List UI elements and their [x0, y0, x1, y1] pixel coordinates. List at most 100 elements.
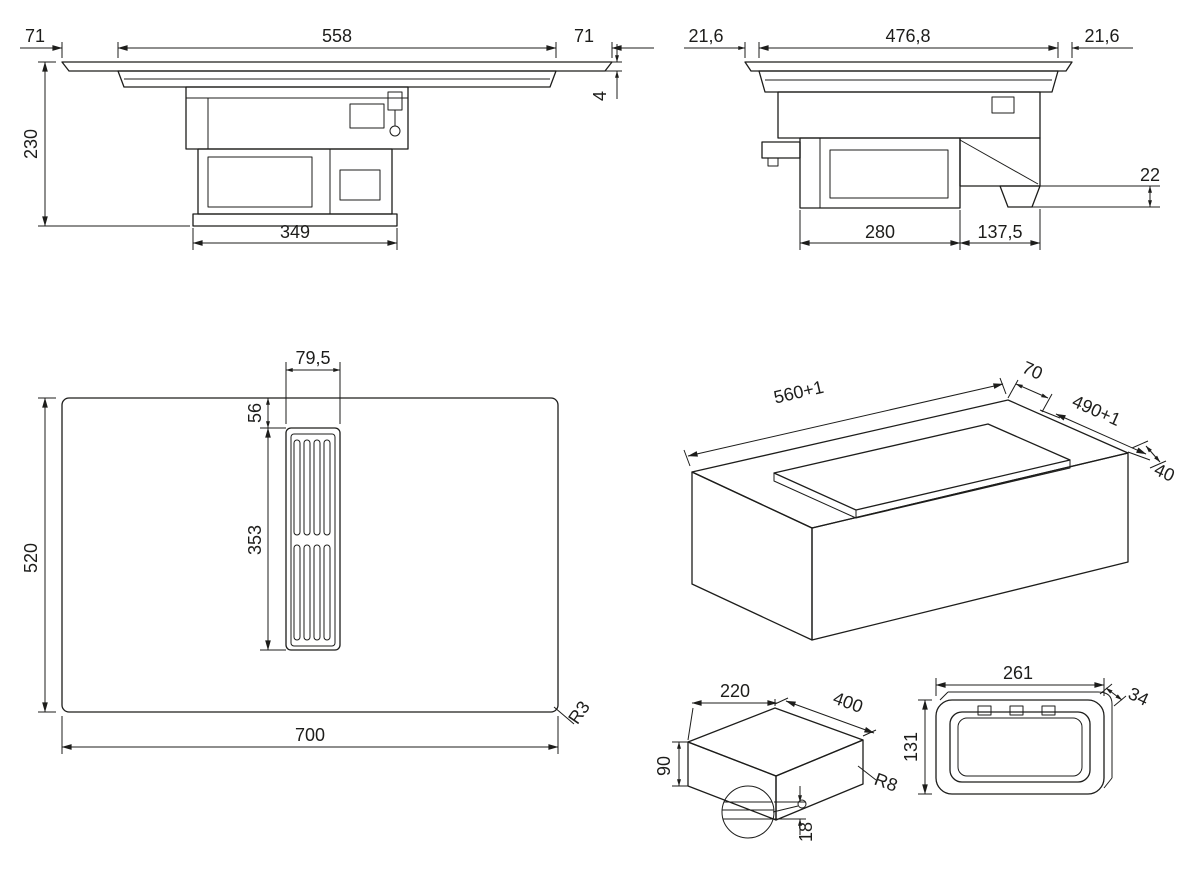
cutout-hole	[773, 423, 1071, 511]
side-dim-lip-height: 22	[1140, 165, 1160, 185]
grille-slot	[303, 544, 311, 641]
plenum-side	[777, 91, 1041, 139]
detail-circle	[721, 785, 775, 839]
extension-line	[1007, 379, 1019, 399]
drain-nozzle	[767, 157, 779, 167]
plan-dim-hob-depth: 520	[21, 543, 41, 573]
front-dim-body-width: 558	[322, 26, 352, 46]
cutout-hole-depth	[773, 460, 1071, 519]
duct-radius-callout: R8	[857, 765, 900, 796]
cutout-front-clearance-dimension: 40	[1131, 440, 1178, 486]
glass-top-profile	[61, 61, 613, 72]
extraction-grille	[285, 427, 341, 651]
duct-height-dimension: 90	[654, 741, 688, 787]
front-dim-total-height: 230	[21, 129, 41, 159]
extension-line	[774, 697, 789, 705]
front-elevation-view: 71 558 71 4 230 349	[20, 26, 654, 250]
cutout-depth-dimension: 490+1	[1039, 391, 1151, 461]
side-elevation-view: 21,6 476,8 21,6 22 280 137,5	[684, 26, 1160, 250]
extension-line	[1149, 460, 1167, 469]
flange-back-edges	[939, 691, 1113, 789]
extractor-plenum	[185, 86, 409, 150]
cutout-width-dimension: 560+1	[683, 377, 1007, 467]
dimension-line	[1145, 445, 1161, 463]
flange-dim-width: 261	[1003, 663, 1033, 683]
flange-dim-height: 131	[901, 732, 921, 762]
grille-slots-top	[293, 439, 331, 536]
grille-slot	[293, 439, 301, 536]
flange-view: 261 34 131	[901, 663, 1152, 795]
side-bottom-dimensions: 280 137,5	[799, 209, 1041, 250]
duct-top-face	[687, 707, 864, 777]
cutout-isometric-view: 560+1 70 490+1 40	[683, 357, 1178, 641]
flange-clip	[1009, 705, 1024, 716]
plan-corner-radius-callout: R3	[553, 697, 594, 728]
front-height-dimension: 230	[21, 61, 190, 227]
under-tray-side	[758, 70, 1059, 93]
front-dim-overhang-left: 71	[25, 26, 45, 46]
extension-line	[1127, 451, 1151, 461]
plan-dim-grille-length: 353	[245, 525, 265, 555]
detail-box	[339, 169, 381, 201]
motor-housing	[197, 148, 393, 215]
duct-width-dimension: 220	[687, 681, 778, 741]
flange-inner	[949, 711, 1091, 783]
duct-length-dimension: 400	[774, 688, 877, 737]
side-lip-dimension: 22	[1032, 165, 1160, 208]
grille-slot	[293, 544, 301, 641]
detail-line	[959, 139, 1039, 185]
grille-slot	[323, 544, 331, 641]
grille-inner-frame	[290, 433, 336, 647]
cutout-dim-width: 560+1	[772, 377, 826, 408]
flange-outer	[935, 699, 1105, 795]
plan-grille-width-dimension: 79,5	[285, 348, 341, 424]
plan-depth-dimension: 520	[21, 397, 56, 713]
front-dim-overhang-right: 71	[574, 26, 594, 46]
plan-dim-grille-top-offset: 56	[245, 403, 265, 423]
grille-slot	[303, 439, 311, 536]
side-dim-motor-box-depth: 280	[865, 222, 895, 242]
duct-front-left-face	[687, 741, 777, 821]
side-dim-rear-section-depth: 137,5	[977, 222, 1022, 242]
cutout-rear-clearance-dimension: 70	[1007, 357, 1053, 413]
extension-line	[1131, 440, 1149, 449]
front-dim-duct-box-width: 349	[280, 222, 310, 242]
dimension-line	[1015, 383, 1049, 399]
grille-slots-bottom	[293, 544, 331, 641]
cutout-dim-front-clearance: 40	[1151, 459, 1177, 485]
clip-detail	[991, 96, 1015, 114]
extension-line	[683, 449, 691, 467]
leader-line	[857, 765, 877, 781]
plan-grille-length-dimension: 353	[245, 427, 286, 651]
front-top-dimensions: 71 558 71	[20, 26, 654, 58]
dimension-line	[1055, 413, 1147, 455]
plan-grille-offset-dimension: 56	[245, 397, 286, 429]
flange-opening	[957, 717, 1083, 777]
worktop-top-face	[691, 399, 1129, 529]
hob-outline	[61, 397, 559, 713]
plan-view: 79,5 56 353 520 700 R3	[21, 348, 594, 754]
flange-width-dimension: 261	[935, 663, 1105, 696]
flange-depth-dimension: 34	[1099, 683, 1152, 710]
duct-dim-corner-radius: R8	[872, 769, 900, 796]
extension-line	[1041, 393, 1053, 413]
dimension-line	[1105, 687, 1123, 701]
worktop-front-right-face	[811, 452, 1129, 641]
flange-clip	[1041, 705, 1056, 716]
leader-line	[553, 706, 575, 725]
dimension-line	[687, 383, 1004, 457]
motor-door	[207, 156, 313, 208]
duct-front-right-face	[775, 739, 864, 821]
plan-dim-hob-width: 700	[295, 725, 325, 745]
front-box-width-dimension: 349	[192, 222, 398, 250]
plan-dim-grille-width: 79,5	[295, 348, 330, 368]
worktop-block	[691, 399, 1129, 641]
plan-width-dimension: 700	[61, 716, 559, 754]
leader-line	[772, 805, 799, 813]
detail-box	[829, 149, 949, 199]
bottom-plate	[192, 213, 398, 227]
cable-bracket	[387, 91, 403, 111]
rear-lip	[999, 185, 1041, 208]
